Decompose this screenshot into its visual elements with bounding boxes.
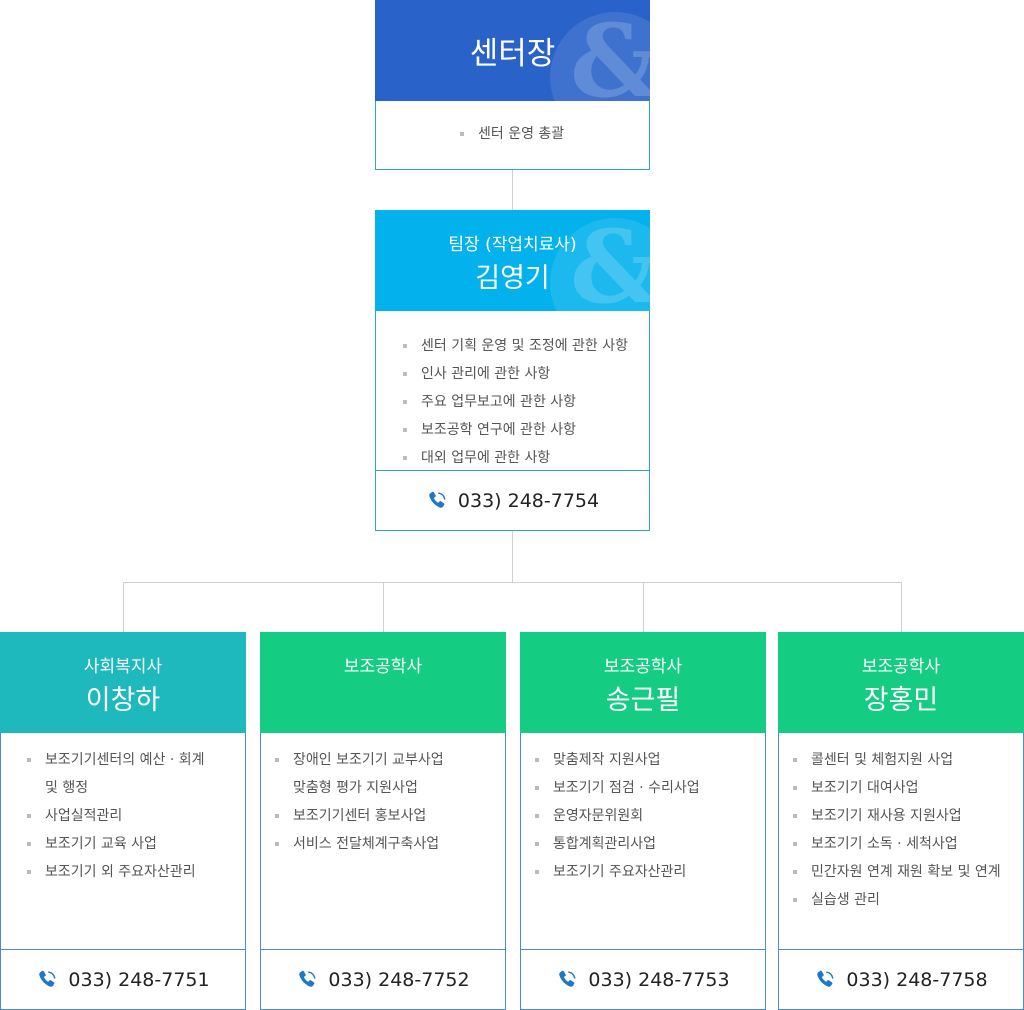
staff-box-3: 보조공학사 송근필 맞춤제작 지원사업 보조기기 점검 · 수리사업 운영자문위… bbox=[520, 632, 766, 1010]
leader-duties: 센터 기획 운영 및 조정에 관한 사항 인사 관리에 관한 사항 주요 업무보… bbox=[403, 332, 628, 472]
director-duties: 센터 운영 총괄 bbox=[460, 120, 564, 148]
staff-role: 보조공학사 bbox=[603, 657, 683, 677]
leader-box: & 팀장 (작업치료사) 김영기 센터 기획 운영 및 조정에 관한 사항 인사… bbox=[375, 210, 650, 531]
list-item: 센터 운영 총괄 bbox=[460, 120, 564, 148]
staff-name: 장홍민 bbox=[863, 685, 939, 716]
staff-duties: 장애인 보조기기 교부사업 맞춤형 평가 지원사업 보조기기센터 홍보사업 서비… bbox=[275, 746, 444, 858]
staff-phone[interactable]: 033) 248-7753 bbox=[521, 949, 765, 1009]
list-item: 주요 업무보고에 관한 사항 bbox=[403, 388, 628, 416]
list-item: 서비스 전달체계구축사업 bbox=[275, 830, 444, 858]
staff-role: 보조공학사 bbox=[861, 657, 941, 677]
connector-director-leader bbox=[512, 170, 513, 210]
connector-staff-1 bbox=[123, 582, 124, 632]
staff-phone[interactable]: 033) 248-7758 bbox=[779, 949, 1023, 1009]
staff-phone[interactable]: 033) 248-7751 bbox=[1, 949, 245, 1009]
connector-staff-3 bbox=[643, 582, 644, 632]
staff-duties: 보조기기센터의 예산 · 회계 및 행정 사업실적관리 보조기기 교육 사업 보… bbox=[27, 746, 204, 886]
list-item: 보조기기 재사용 지원사업 bbox=[793, 802, 1001, 830]
list-item: 보조기기 외 주요자산관리 bbox=[27, 858, 204, 886]
list-item: 통합계획관리사업 bbox=[535, 830, 700, 858]
staff-duties: 콜센터 및 체험지원 사업 보조기기 대여사업 보조기기 재사용 지원사업 보조… bbox=[793, 746, 1001, 914]
phone-number: 033) 248-7758 bbox=[846, 968, 988, 991]
list-item: 대외 업무에 관한 사항 bbox=[403, 444, 628, 472]
phone-number: 033) 248-7754 bbox=[457, 489, 600, 512]
staff-phone[interactable]: 033) 248-7752 bbox=[261, 949, 505, 1009]
list-item: 보조기기센터의 예산 · 회계 bbox=[27, 746, 204, 774]
phone-icon bbox=[299, 970, 316, 987]
staff-role: 사회복지사 bbox=[83, 657, 163, 677]
leader-name: 김영기 bbox=[475, 263, 550, 294]
list-item: 보조기기센터 홍보사업 bbox=[275, 802, 444, 830]
leader-role: 팀장 (작업치료사) bbox=[448, 235, 577, 255]
leader-phone[interactable]: 033) 248-7754 bbox=[376, 470, 649, 530]
phone-icon bbox=[429, 491, 446, 508]
staff-name: 이창하 bbox=[85, 685, 161, 716]
connector-staff-4 bbox=[901, 582, 902, 632]
director-title: 센터장 bbox=[469, 36, 556, 72]
staff-duties: 맞춤제작 지원사업 보조기기 점검 · 수리사업 운영자문위원회 통합계획관리사… bbox=[535, 746, 700, 886]
connector-leader-down bbox=[512, 531, 513, 582]
list-item: 보조기기 소독 · 세척사업 bbox=[793, 830, 1001, 858]
staff-header: 사회복지사 이창하 bbox=[0, 632, 246, 733]
staff-header: 보조공학사 장홍민 bbox=[778, 632, 1024, 733]
phone-number: 033) 248-7751 bbox=[68, 968, 210, 991]
staff-header: 보조공학사 bbox=[260, 632, 506, 733]
director-box: & 센터장 센터 운영 총괄 bbox=[375, 0, 650, 170]
staff-box-1: 사회복지사 이창하 보조기기센터의 예산 · 회계 및 행정 사업실적관리 보조… bbox=[0, 632, 246, 1010]
list-item-continuation: 맞춤형 평가 지원사업 bbox=[293, 780, 418, 796]
list-item: 장애인 보조기기 교부사업 bbox=[275, 746, 444, 774]
phone-icon bbox=[817, 970, 834, 987]
staff-header: 보조공학사 송근필 bbox=[520, 632, 766, 733]
list-item: 사업실적관리 bbox=[27, 802, 204, 830]
list-item: 보조기기 점검 · 수리사업 bbox=[535, 774, 700, 802]
phone-number: 033) 248-7753 bbox=[588, 968, 730, 991]
list-item: 민간자원 연계 재원 확보 및 연계 bbox=[793, 858, 1001, 886]
phone-icon bbox=[39, 970, 56, 987]
list-item: 실습생 관리 bbox=[793, 886, 1001, 914]
connector-horizontal bbox=[123, 582, 902, 583]
list-item: 콜센터 및 체험지원 사업 bbox=[793, 746, 1001, 774]
staff-name: 송근필 bbox=[605, 685, 681, 716]
list-item: 맞춤제작 지원사업 bbox=[535, 746, 700, 774]
staff-box-4: 보조공학사 장홍민 콜센터 및 체험지원 사업 보조기기 대여사업 보조기기 재… bbox=[778, 632, 1024, 1010]
list-item: 인사 관리에 관한 사항 bbox=[403, 360, 628, 388]
list-item: 보조공학 연구에 관한 사항 bbox=[403, 416, 628, 444]
list-item: 보조기기 교육 사업 bbox=[27, 830, 204, 858]
leader-header: & 팀장 (작업치료사) 김영기 bbox=[375, 210, 650, 311]
phone-number: 033) 248-7752 bbox=[328, 968, 470, 991]
list-item: 센터 기획 운영 및 조정에 관한 사항 bbox=[403, 332, 628, 360]
list-item: 보조기기 대여사업 bbox=[793, 774, 1001, 802]
connector-staff-2 bbox=[383, 582, 384, 632]
list-item: 운영자문위원회 bbox=[535, 802, 700, 830]
staff-box-2: 보조공학사 장애인 보조기기 교부사업 맞춤형 평가 지원사업 보조기기센터 홍… bbox=[260, 632, 506, 1010]
staff-role: 보조공학사 bbox=[343, 657, 423, 677]
list-item: 보조기기 주요자산관리 bbox=[535, 858, 700, 886]
phone-icon bbox=[559, 970, 576, 987]
list-item-continuation: 및 행정 bbox=[45, 780, 89, 796]
director-header: & 센터장 bbox=[375, 0, 650, 101]
